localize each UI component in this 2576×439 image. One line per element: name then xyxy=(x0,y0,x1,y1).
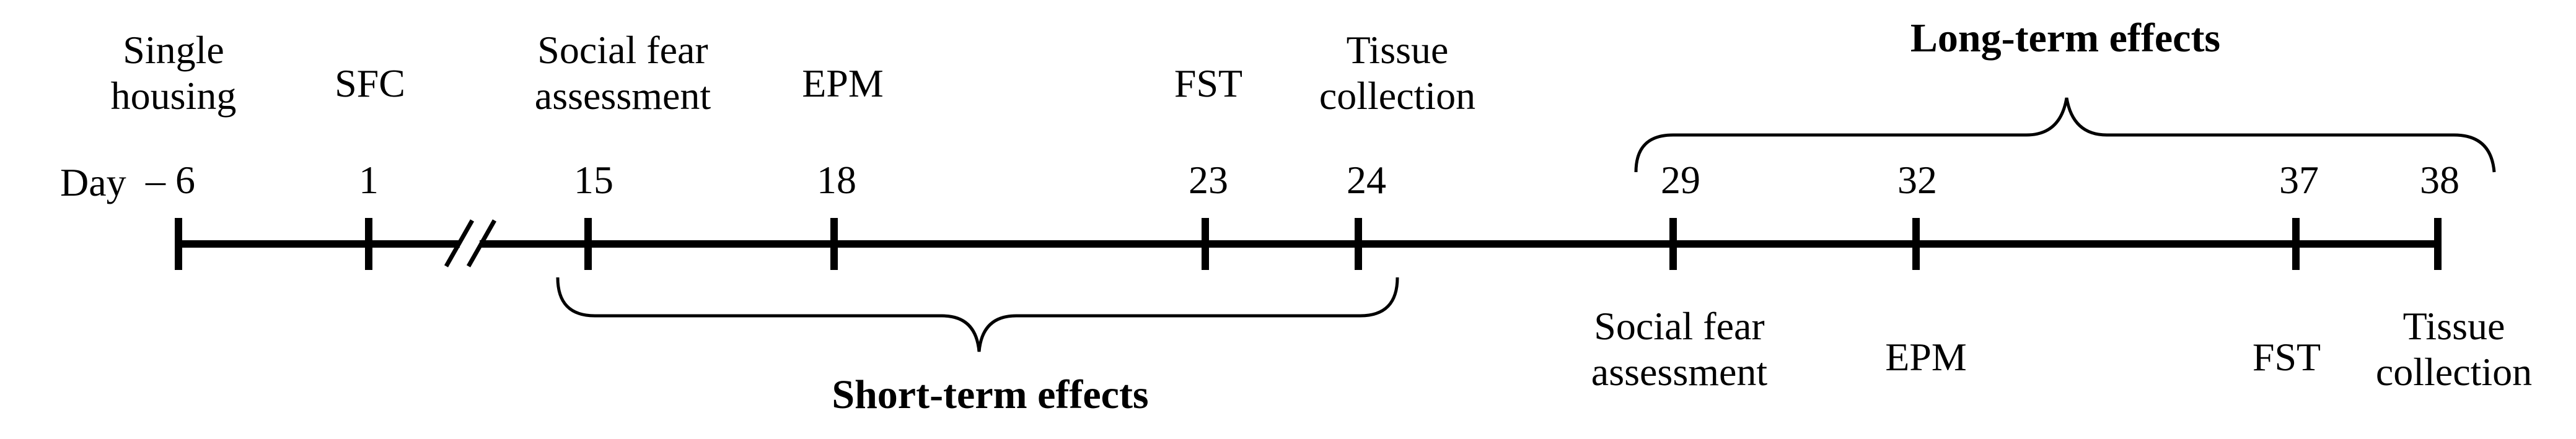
day-value: 18 xyxy=(817,158,856,202)
day-value: 23 xyxy=(1189,158,1228,202)
day-value: 32 xyxy=(1897,158,1937,202)
day-value: 1 xyxy=(359,158,379,202)
event-label-below: FST xyxy=(2252,335,2321,379)
long-term-effects-label: Long-term effects xyxy=(1910,15,2221,61)
short-term-effects-label: Short-term effects xyxy=(832,372,1149,417)
day-value: 38 xyxy=(2420,158,2460,202)
short-term-brace xyxy=(556,277,1399,352)
day-value: 29 xyxy=(1661,158,1700,202)
event-label-above: SFC xyxy=(335,61,405,105)
axis-break-slash-1 xyxy=(444,219,475,267)
axis-break-slash-2 xyxy=(466,219,497,267)
day-value: – 6 xyxy=(146,158,195,202)
day-value: 37 xyxy=(2279,158,2319,202)
day-value: 15 xyxy=(574,158,613,202)
day-axis-label: Day xyxy=(60,160,126,204)
event-label-above: FST xyxy=(1174,61,1243,105)
event-label-below: EPM xyxy=(1885,335,1967,379)
event-label-above: EPM xyxy=(802,61,884,105)
day-value: 24 xyxy=(1347,158,1386,202)
long-term-brace xyxy=(1634,97,2496,173)
